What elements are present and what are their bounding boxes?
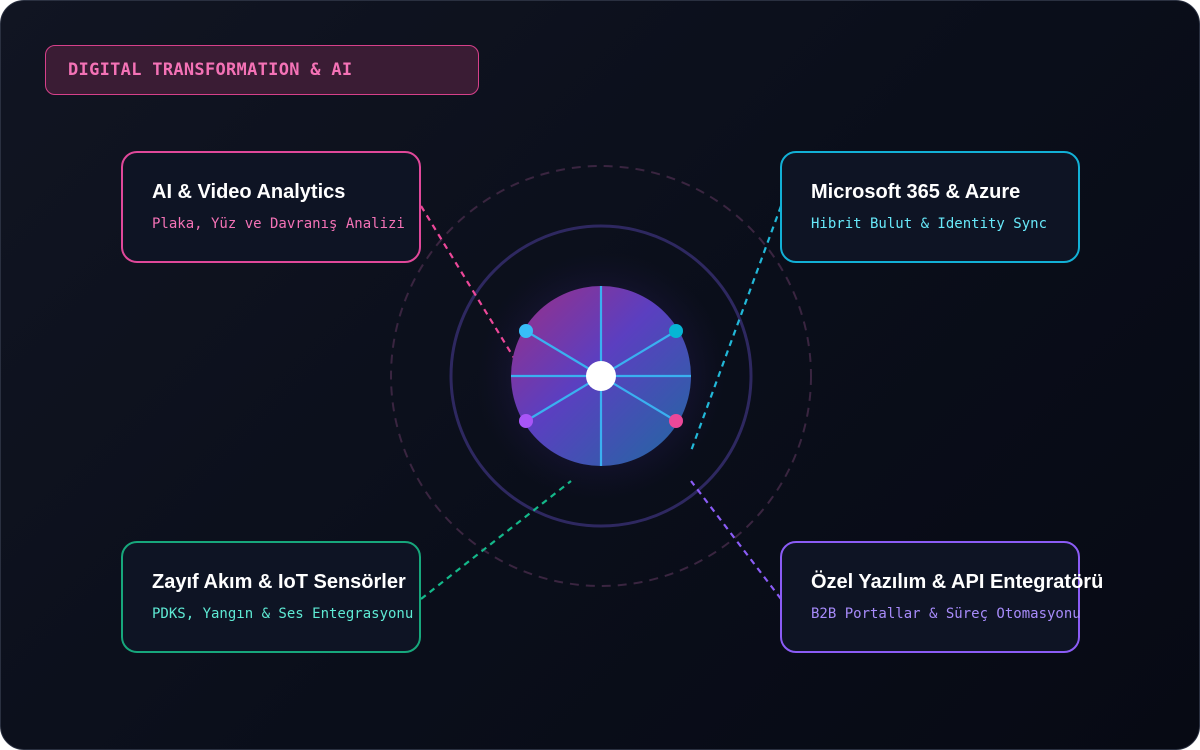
outer-dashed-ring [390, 165, 812, 587]
hub-node-top-left [519, 324, 533, 338]
hub-node-top-right [669, 324, 683, 338]
card-subtitle: B2B Portallar & Süreç Otomasyonu [811, 606, 1081, 622]
connector-api [690, 480, 782, 600]
card-title: Zayıf Akım & IoT Sensörler [152, 571, 406, 593]
connector-ai [420, 205, 572, 452]
connector-iot [420, 480, 572, 600]
hub-node-bottom-right [669, 414, 683, 428]
hub-node-bottom-left [519, 414, 533, 428]
section-badge: DIGITAL TRANSFORMATION & AI [45, 45, 479, 95]
card-iot-sensors: Zayıf Akım & IoT Sensörler PDKS, Yangın … [121, 541, 421, 653]
card-subtitle: Hibrit Bulut & Identity Sync [811, 216, 1048, 232]
hub-center-node [586, 361, 616, 391]
card-microsoft-azure: Microsoft 365 & Azure Hibrit Bulut & Ide… [780, 151, 1080, 263]
card-custom-software-api: Özel Yazılım & API Entegratörü B2B Porta… [780, 541, 1104, 653]
card-title: Microsoft 365 & Azure [811, 181, 1021, 203]
card-title: Özel Yazılım & API Entegratörü [811, 571, 1104, 593]
card-subtitle: PDKS, Yangın & Ses Entegrasyonu [152, 606, 414, 622]
inner-orbit-ring [449, 224, 753, 528]
card-title: AI & Video Analytics [152, 181, 346, 203]
card-ai-video-analytics: AI & Video Analytics Plaka, Yüz ve Davra… [121, 151, 421, 263]
card-subtitle: Plaka, Yüz ve Davranış Analizi [152, 216, 405, 232]
